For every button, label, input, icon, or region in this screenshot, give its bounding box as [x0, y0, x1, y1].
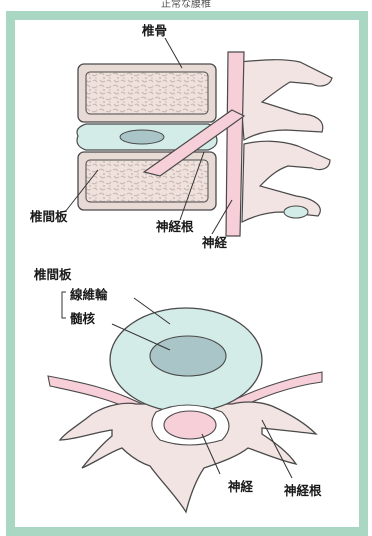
label-annulus: 線維輪 [70, 288, 108, 302]
label-vertebra: 椎骨 [142, 24, 167, 38]
label-nerve-root-side: 神経根 [156, 220, 194, 234]
facet-joint [284, 206, 308, 218]
side-view [65, 38, 332, 236]
spinous-process-upper [238, 60, 332, 140]
label-disc-top: 椎間板 [34, 268, 72, 282]
label-nerve-root-top: 神経根 [284, 484, 322, 498]
label-disc-side: 椎間板 [30, 210, 68, 224]
spinal-nerve-axial [164, 411, 216, 439]
nucleus-side [120, 130, 164, 144]
label-nerve-top: 神経 [228, 480, 253, 494]
label-nerve-side: 神経 [202, 236, 227, 250]
nucleus-pulposus [150, 336, 226, 376]
spinal-nerve [226, 52, 244, 236]
label-nucleus: 髄核 [70, 312, 95, 326]
